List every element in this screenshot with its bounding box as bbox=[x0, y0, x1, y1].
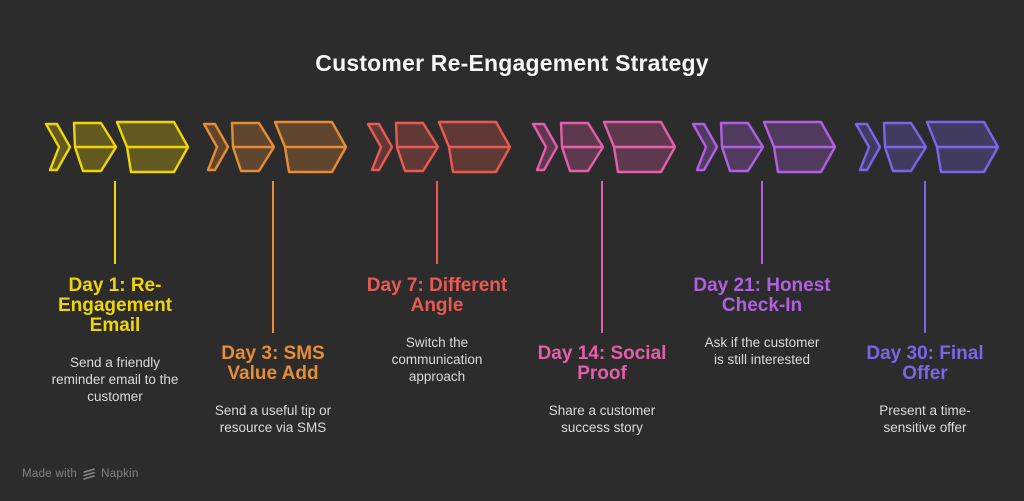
step-column-day21: Day 21: Honest Check-In Ask if the custo… bbox=[677, 181, 847, 368]
connector-line bbox=[114, 181, 116, 264]
step-column-day3: Day 3: SMS Value Add Send a useful tip o… bbox=[188, 181, 358, 436]
napkin-brand-label: Napkin bbox=[101, 468, 139, 480]
step-title: Day 3: SMS Value Add bbox=[221, 343, 325, 384]
step-description: Share a customer success story bbox=[548, 403, 656, 435]
connector-line bbox=[436, 181, 438, 264]
step-title: Day 21: Honest Check-In bbox=[693, 275, 831, 316]
connector-line bbox=[601, 181, 603, 333]
step-description: Present a time-sensitive offer bbox=[879, 403, 971, 435]
step-column-day7: Day 7: Different Angle Switch the commun… bbox=[352, 181, 522, 385]
chevron-group-icon bbox=[202, 120, 348, 174]
chevron-group-icon bbox=[44, 120, 190, 174]
chevron-group-icon bbox=[531, 120, 677, 174]
step-title: Day 1: Re-Engagement Email bbox=[57, 275, 173, 336]
step-column-day1: Day 1: Re-Engagement Email Send a friend… bbox=[30, 181, 200, 405]
step-column-day30: Day 30: Final Offer Present a time-sensi… bbox=[840, 181, 1010, 436]
step-title: Day 7: Different Angle bbox=[366, 275, 508, 316]
step-title: Day 30: Final Offer bbox=[866, 343, 984, 384]
chevron-group-icon bbox=[366, 120, 512, 174]
step-column-day14: Day 14: Social Proof Share a customer su… bbox=[517, 181, 687, 436]
step-description: Send a friendly reminder email to the cu… bbox=[51, 355, 179, 404]
chevron-group-icon bbox=[691, 120, 837, 174]
step-description: Ask if the customer is still interested bbox=[704, 335, 820, 367]
napkin-logo-icon bbox=[83, 468, 95, 480]
connector-line bbox=[272, 181, 274, 333]
chevron-group-icon bbox=[854, 120, 1000, 174]
step-title: Day 14: Social Proof bbox=[537, 343, 667, 384]
connector-line bbox=[924, 181, 926, 333]
step-description: Switch the communication approach bbox=[391, 335, 483, 384]
connector-line bbox=[761, 181, 763, 264]
page-title: Customer Re-Engagement Strategy bbox=[315, 50, 709, 76]
made-with-napkin: Made with Napkin bbox=[22, 467, 139, 481]
made-with-label: Made with bbox=[22, 468, 78, 480]
step-description: Send a useful tip or resource via SMS bbox=[214, 403, 332, 435]
